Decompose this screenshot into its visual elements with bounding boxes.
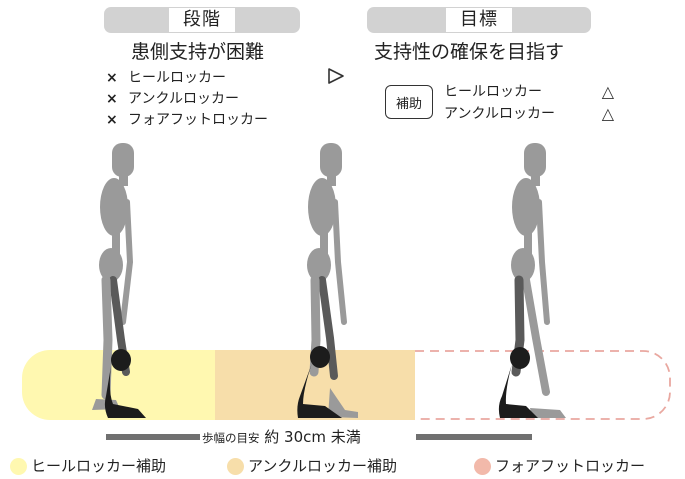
goal-item-ankle: アンクルロッカー △ (444, 104, 614, 124)
stage-pill: 段階 (104, 7, 300, 33)
triangle-mark: △ (601, 82, 614, 101)
play-outline-icon (328, 68, 344, 84)
goal-pill: 目標 (367, 7, 591, 33)
step-length-prefix: 歩幅の目安 (202, 431, 260, 445)
goal-item-label: ヒールロッカー (444, 84, 542, 100)
cross-mark: × (106, 112, 118, 128)
stage-item-ankle: × アンクルロッカー (106, 89, 268, 110)
ankle-foot-orthosis (297, 346, 342, 418)
assist-box: 補助 (385, 85, 433, 119)
ankle-foot-orthosis (498, 347, 538, 418)
goal-pill-label: 目標 (446, 8, 512, 32)
cross-mark: × (106, 70, 118, 86)
step-bar-right (416, 434, 532, 440)
stage-item-label: ヒールロッカー (128, 70, 226, 86)
legend-swatch (227, 457, 244, 475)
stage-pill-label: 段階 (169, 8, 235, 32)
goal-heading: 支持性の確保を目指す (374, 41, 565, 63)
skeleton-figure-1 (92, 143, 146, 418)
legend-label: ヒールロッカー補助 (31, 457, 167, 475)
goal-item-heel: ヒールロッカー △ (444, 82, 614, 102)
skeleton-figure-2 (297, 143, 358, 418)
forefoot-rocker-zone (415, 350, 671, 420)
legend-item-ankle: アンクルロッカー補助 (227, 456, 397, 476)
stage-item-label: アンクルロッカー (128, 91, 240, 107)
stage-item-forefoot: × フォアフットロッカー (106, 110, 268, 131)
triangle-mark: △ (601, 104, 614, 123)
skeleton-figure-3 (498, 143, 566, 418)
legend-label: フォアフットロッカー (495, 457, 646, 475)
step-bar-left (106, 434, 204, 440)
legend-item-heel: ヒールロッカー補助 (10, 456, 166, 476)
stage-item-heel: × ヒールロッカー (106, 68, 268, 89)
goal-item-label: アンクルロッカー (444, 106, 556, 122)
legend-item-forefoot: フォアフットロッカー (474, 456, 645, 476)
ankle-foot-orthosis (104, 349, 146, 418)
cross-mark: × (106, 91, 118, 107)
stage-item-label: フォアフットロッカー (128, 112, 268, 128)
step-length-label: 歩幅の目安 約 30cm 未満 (200, 427, 363, 448)
legend-swatch (10, 457, 27, 475)
step-length-value: 約 30cm 未満 (264, 428, 361, 446)
legend-label: アンクルロッカー補助 (248, 457, 397, 475)
stage-rocker-list: × ヒールロッカー × アンクルロッカー × フォアフットロッカー (106, 68, 268, 131)
legend-swatch (474, 457, 491, 475)
stage-heading: 患側支持が困難 (131, 41, 265, 63)
